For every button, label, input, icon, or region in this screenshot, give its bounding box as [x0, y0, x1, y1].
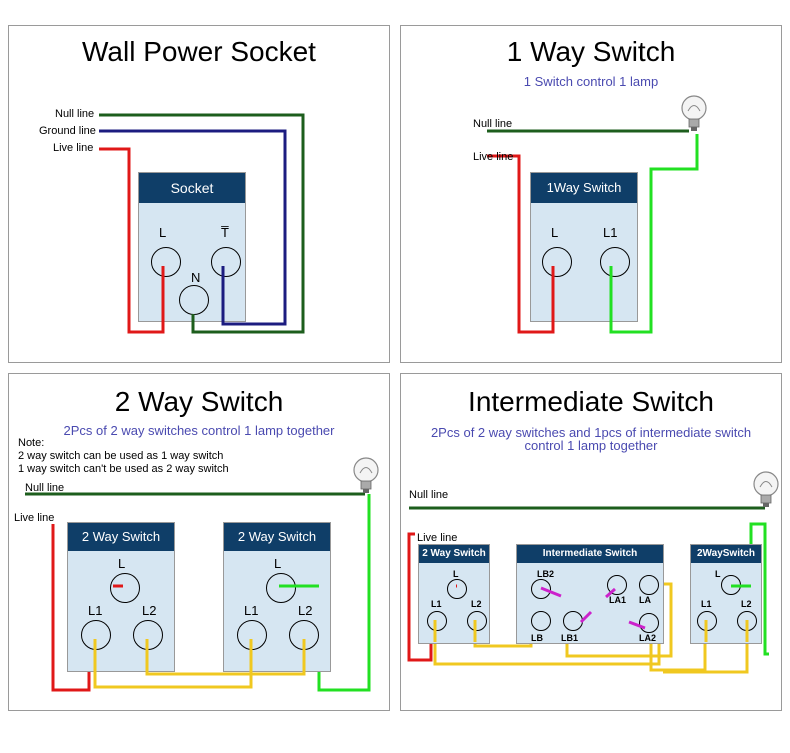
terminal-label-l1: L1: [431, 599, 442, 609]
lamp-icon: [681, 95, 707, 131]
terminal-lb: [531, 611, 551, 631]
live-line-label: Live line: [14, 512, 55, 524]
terminal-l: [110, 573, 140, 603]
panel-1-way-switch: 1 Way Switch 1 Switch control 1 lamp Nul…: [400, 25, 782, 363]
2way-switch-box-right: 2WaySwitch L L1 L2: [690, 544, 762, 644]
2way-switch-box-title: 2 Way Switch: [224, 523, 330, 551]
note-text: Note: 2 way switch can be used as 1 way …: [18, 437, 229, 475]
terminal-label-lb: LB: [531, 633, 543, 643]
lamp-icon: [753, 471, 779, 507]
terminal-l1: [600, 247, 630, 277]
2way-switch-box-title: 2 Way Switch: [419, 545, 489, 563]
terminal-l: [542, 247, 572, 277]
terminal-label-n: N: [191, 270, 201, 285]
panel-subtitle-line1: 2Pcs of 2 way switches and 1pcs of inter…: [430, 425, 752, 440]
terminal-label-l: L: [274, 556, 282, 571]
terminal-l: [266, 573, 296, 603]
terminal-l: [447, 579, 467, 599]
panel-subtitle: 2Pcs of 2 way switches control 1 lamp to…: [63, 423, 335, 438]
lamp-icon: [353, 457, 379, 493]
socket-box: Socket L T̅ N: [138, 172, 246, 322]
null-line-label: Null line: [25, 482, 65, 494]
2way-switch-box-left: 2 Way Switch L L1 L2: [418, 544, 490, 644]
terminal-label-l1: L1: [603, 225, 618, 240]
socket-box-title: Socket: [139, 173, 245, 203]
live-line-label: Live line: [417, 532, 458, 544]
panel-title: Intermediate Switch: [468, 386, 714, 417]
terminal-label-l2: L2: [298, 603, 313, 618]
1way-switch-box-title: 1Way Switch: [531, 173, 637, 203]
terminal-la: [639, 575, 659, 595]
live-line-label: Live line: [473, 151, 514, 163]
terminal-label-l: L: [715, 569, 721, 579]
terminal-label-lb1: LB1: [561, 633, 579, 643]
panel-title: 2 Way Switch: [114, 386, 284, 417]
oneway-wiring-ends: [551, 266, 613, 332]
terminal-label-lb2: LB2: [537, 569, 555, 579]
panel-title: Wall Power Socket: [82, 36, 316, 67]
terminal-label-l2: L2: [741, 599, 752, 609]
intermediate-wiring-ends: [433, 584, 751, 642]
terminal-label-l: L: [551, 225, 559, 240]
terminal-label-l: L: [118, 556, 126, 571]
terminal-label-l2: L2: [471, 599, 482, 609]
intermediate-switch-box-title: Intermediate Switch: [517, 545, 663, 563]
terminal-label-l2: L2: [142, 603, 157, 618]
twoway-wiring-ends: [93, 584, 319, 687]
panel-subtitle: 1 Switch control 1 lamp: [523, 74, 659, 89]
1way-switch-box: 1Way Switch L L1: [530, 172, 638, 322]
null-line-label: Null line: [55, 108, 95, 120]
terminal-l1: [427, 611, 447, 631]
panel-title: 1 Way Switch: [506, 36, 676, 67]
socket-wiring-ends: [161, 266, 225, 332]
panel-intermediate-switch: Intermediate Switch 2Pcs of 2 way switch…: [400, 373, 782, 711]
terminal-label-ground: T̅: [221, 225, 229, 240]
ground-line-label: Ground line: [39, 125, 96, 137]
traveler-wire-4: [649, 620, 707, 672]
null-line-label: Null line: [409, 489, 449, 501]
panel-wall-power-socket: Wall Power Socket Null line Ground line …: [8, 25, 390, 363]
2way-switch-box-title: 2WaySwitch: [691, 545, 761, 563]
2way-switch-box-right: 2 Way Switch L L1 L2: [223, 522, 331, 672]
terminal-label-l1: L1: [88, 603, 103, 618]
terminal-label-la: LA: [639, 595, 651, 605]
panel-subtitle-line2: control 1 lamp together: [524, 438, 658, 453]
null-line-label: Null line: [473, 118, 513, 130]
2way-switch-box-left: 2 Way Switch L L1 L2: [67, 522, 175, 672]
terminal-label-l1: L1: [244, 603, 259, 618]
2way-switch-box-title: 2 Way Switch: [68, 523, 174, 551]
terminal-ground: [211, 247, 241, 277]
terminal-label-l1: L1: [701, 599, 712, 609]
terminal-label-la2: LA2: [639, 633, 657, 643]
terminal-l2: [467, 611, 487, 631]
panel-2-way-switch: 2 Way Switch 2Pcs of 2 way switches cont…: [8, 373, 390, 711]
terminal-label-l: L: [453, 569, 459, 579]
terminal-l: [151, 247, 181, 277]
live-line-label: Live line: [53, 142, 94, 154]
terminal-label-l: L: [159, 225, 167, 240]
terminal-label-la1: LA1: [609, 595, 627, 605]
